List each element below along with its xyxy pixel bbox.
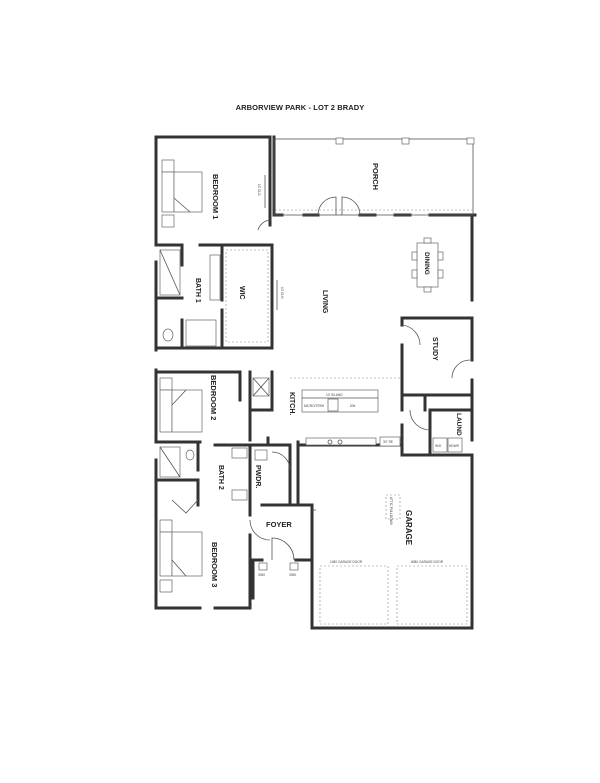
attic-pulldown-label: ATTIC PULLDOWN [389, 497, 393, 526]
dryer-label: HDWR [449, 444, 460, 448]
room-label-porch: PORCH [371, 163, 380, 190]
room-label-bath2: BATH 2 [217, 465, 224, 490]
range-label: 30" RE [383, 440, 393, 444]
room-labels: BEDROOM 1 PORCH BATH 1 WIC LIVING DINING… [194, 163, 462, 587]
room-label-dining: DINING [423, 252, 430, 275]
exterior-walls [154, 135, 477, 630]
porch-outline [273, 137, 475, 216]
bath2-fixtures [159, 446, 291, 501]
bedroom1-furniture [161, 159, 271, 231]
kitchen-island: 30" RE [290, 377, 401, 447]
garage-details [312, 494, 468, 625]
bath1-fixtures [159, 249, 278, 347]
plan-title: ARBORVIEW PARK - LOT 2 BRADY [235, 103, 365, 112]
window-tag-right: 3050 [289, 573, 296, 577]
ceiling-bed1-label: 10' CLG [257, 184, 261, 196]
room-label-study: STUDY [431, 337, 438, 361]
island-label: 10' ISLAND [326, 393, 343, 397]
foyer-door [258, 537, 299, 571]
laundry-appliances [432, 437, 463, 453]
ceiling-wic-label: 10' CLG [280, 287, 284, 299]
room-label-laundry: LAUND [455, 413, 462, 436]
bedroom3-furniture [159, 499, 271, 593]
dining-table [411, 237, 444, 293]
room-label-kitchen: KITCH. [288, 392, 295, 415]
micro-trash-label: MICRO/TRSH [304, 404, 325, 408]
room-label-powder: PWDR. [254, 465, 261, 488]
interior-walls [154, 135, 474, 600]
room-label-wic: WIC [238, 286, 245, 300]
annotations: 10' ISLAND MICRO/TRSH DW W/D HDWR ATTIC … [257, 184, 460, 577]
room-label-bath1: BATH 1 [194, 278, 201, 303]
room-label-bedroom1: BEDROOM 1 [211, 174, 220, 219]
washer-label: W/D [435, 444, 442, 448]
garage-door-right-label: 8080 GARAGE DOOR [411, 560, 444, 564]
dishwasher-label: DW [350, 404, 355, 408]
room-label-living: LIVING [321, 290, 328, 314]
study-doors [401, 324, 471, 431]
window-tag-left: 3050 [258, 573, 265, 577]
room-label-foyer: FOYER [266, 520, 292, 529]
room-label-bedroom3: BEDROOM 3 [210, 542, 219, 587]
room-label-garage: GARAGE [404, 510, 413, 546]
room-label-bedroom2: BEDROOM 2 [209, 375, 218, 420]
garage-door-left-label: 1080 GARAGE DOOR [330, 560, 363, 564]
bedroom2-furniture [159, 377, 270, 433]
